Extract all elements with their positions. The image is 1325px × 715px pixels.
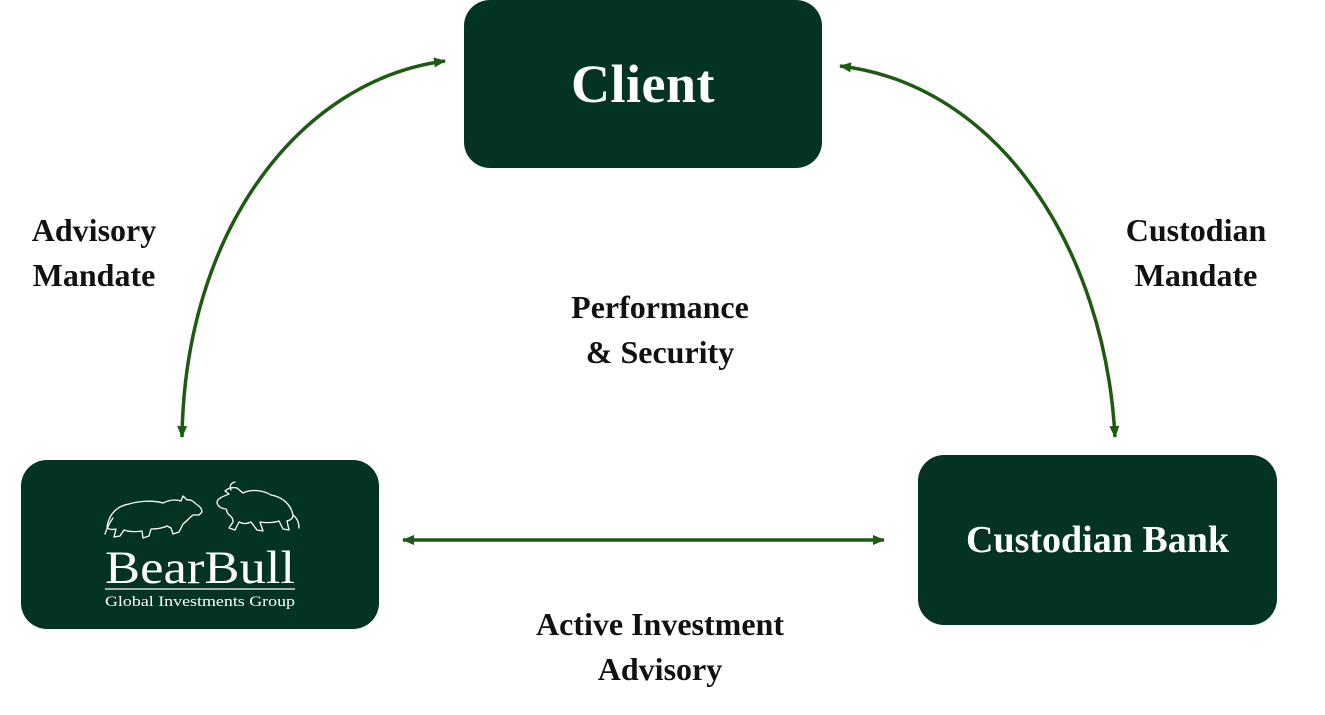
performance-security-label: Performance & Security xyxy=(571,289,749,370)
arrow-advisory-mandate xyxy=(177,57,446,438)
bearbull-tagline: Global Investments Group xyxy=(105,594,295,610)
bearbull-logo: BearBull Global Investments Group xyxy=(104,481,300,610)
custodian-bank-label: Custodian Bank xyxy=(966,519,1229,561)
arrow-custodian-mandate xyxy=(839,62,1120,438)
custodian-mandate-label: Custodian Mandate xyxy=(1125,212,1267,293)
client-label: Client xyxy=(571,54,715,114)
client-node: Client xyxy=(464,0,822,168)
bearbull-node: BearBull Global Investments Group xyxy=(21,460,379,629)
custodian-bank-node: Custodian Bank xyxy=(918,455,1277,625)
bear-and-bull-icon xyxy=(104,481,300,539)
bearbull-brand: BearBull xyxy=(105,542,295,594)
advisory-mandate-label: Advisory Mandate xyxy=(31,212,157,293)
active-investment-advisory-label: Active Investment Advisory xyxy=(536,606,784,687)
